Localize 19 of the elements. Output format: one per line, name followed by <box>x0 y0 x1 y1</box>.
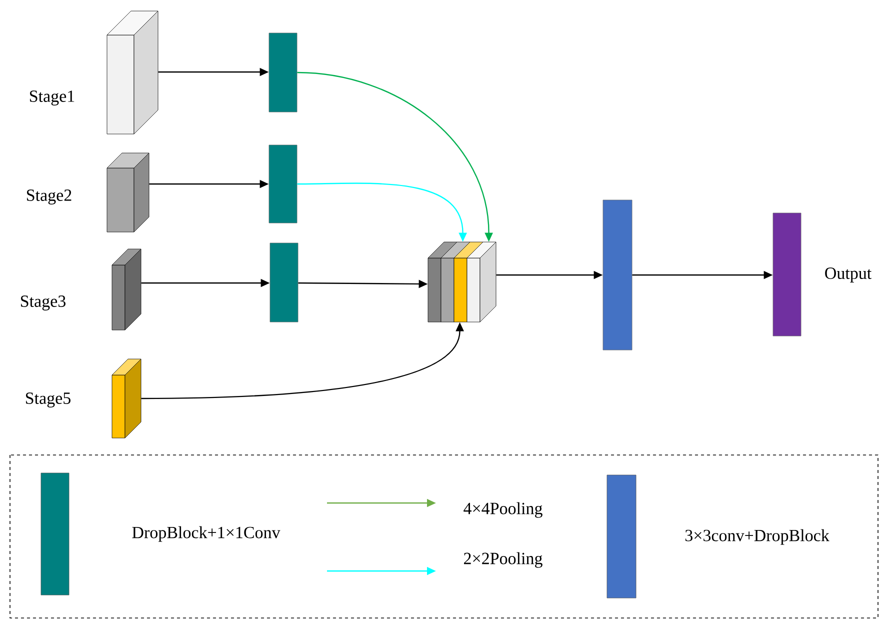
layer-bar <box>772 212 802 336</box>
stage-label: Stage2 <box>27 190 72 204</box>
layer-bar <box>268 32 298 112</box>
legend-label: 4×4Pooling <box>464 502 542 518</box>
feature-block-drawing <box>112 358 142 438</box>
stage-label: Stage5 <box>26 392 70 408</box>
legend-label: 2×2Pooling <box>464 552 542 568</box>
layer-bar <box>268 144 298 224</box>
stage-label: Output <box>825 268 872 282</box>
stage-label: Stage1 <box>30 90 74 106</box>
layer-bar <box>602 200 632 350</box>
concatenated-block-drawing <box>428 242 496 322</box>
layer-bar <box>270 242 298 322</box>
feature-block-drawing <box>106 152 150 232</box>
legend-label: 3×3conv+DropBlock <box>685 529 830 545</box>
feature-block-drawing <box>112 248 142 330</box>
feature-block-drawing <box>106 10 158 134</box>
stage-label: Stage3 <box>21 296 66 310</box>
legend-label: DropBlock+1×1Conv <box>132 526 280 542</box>
